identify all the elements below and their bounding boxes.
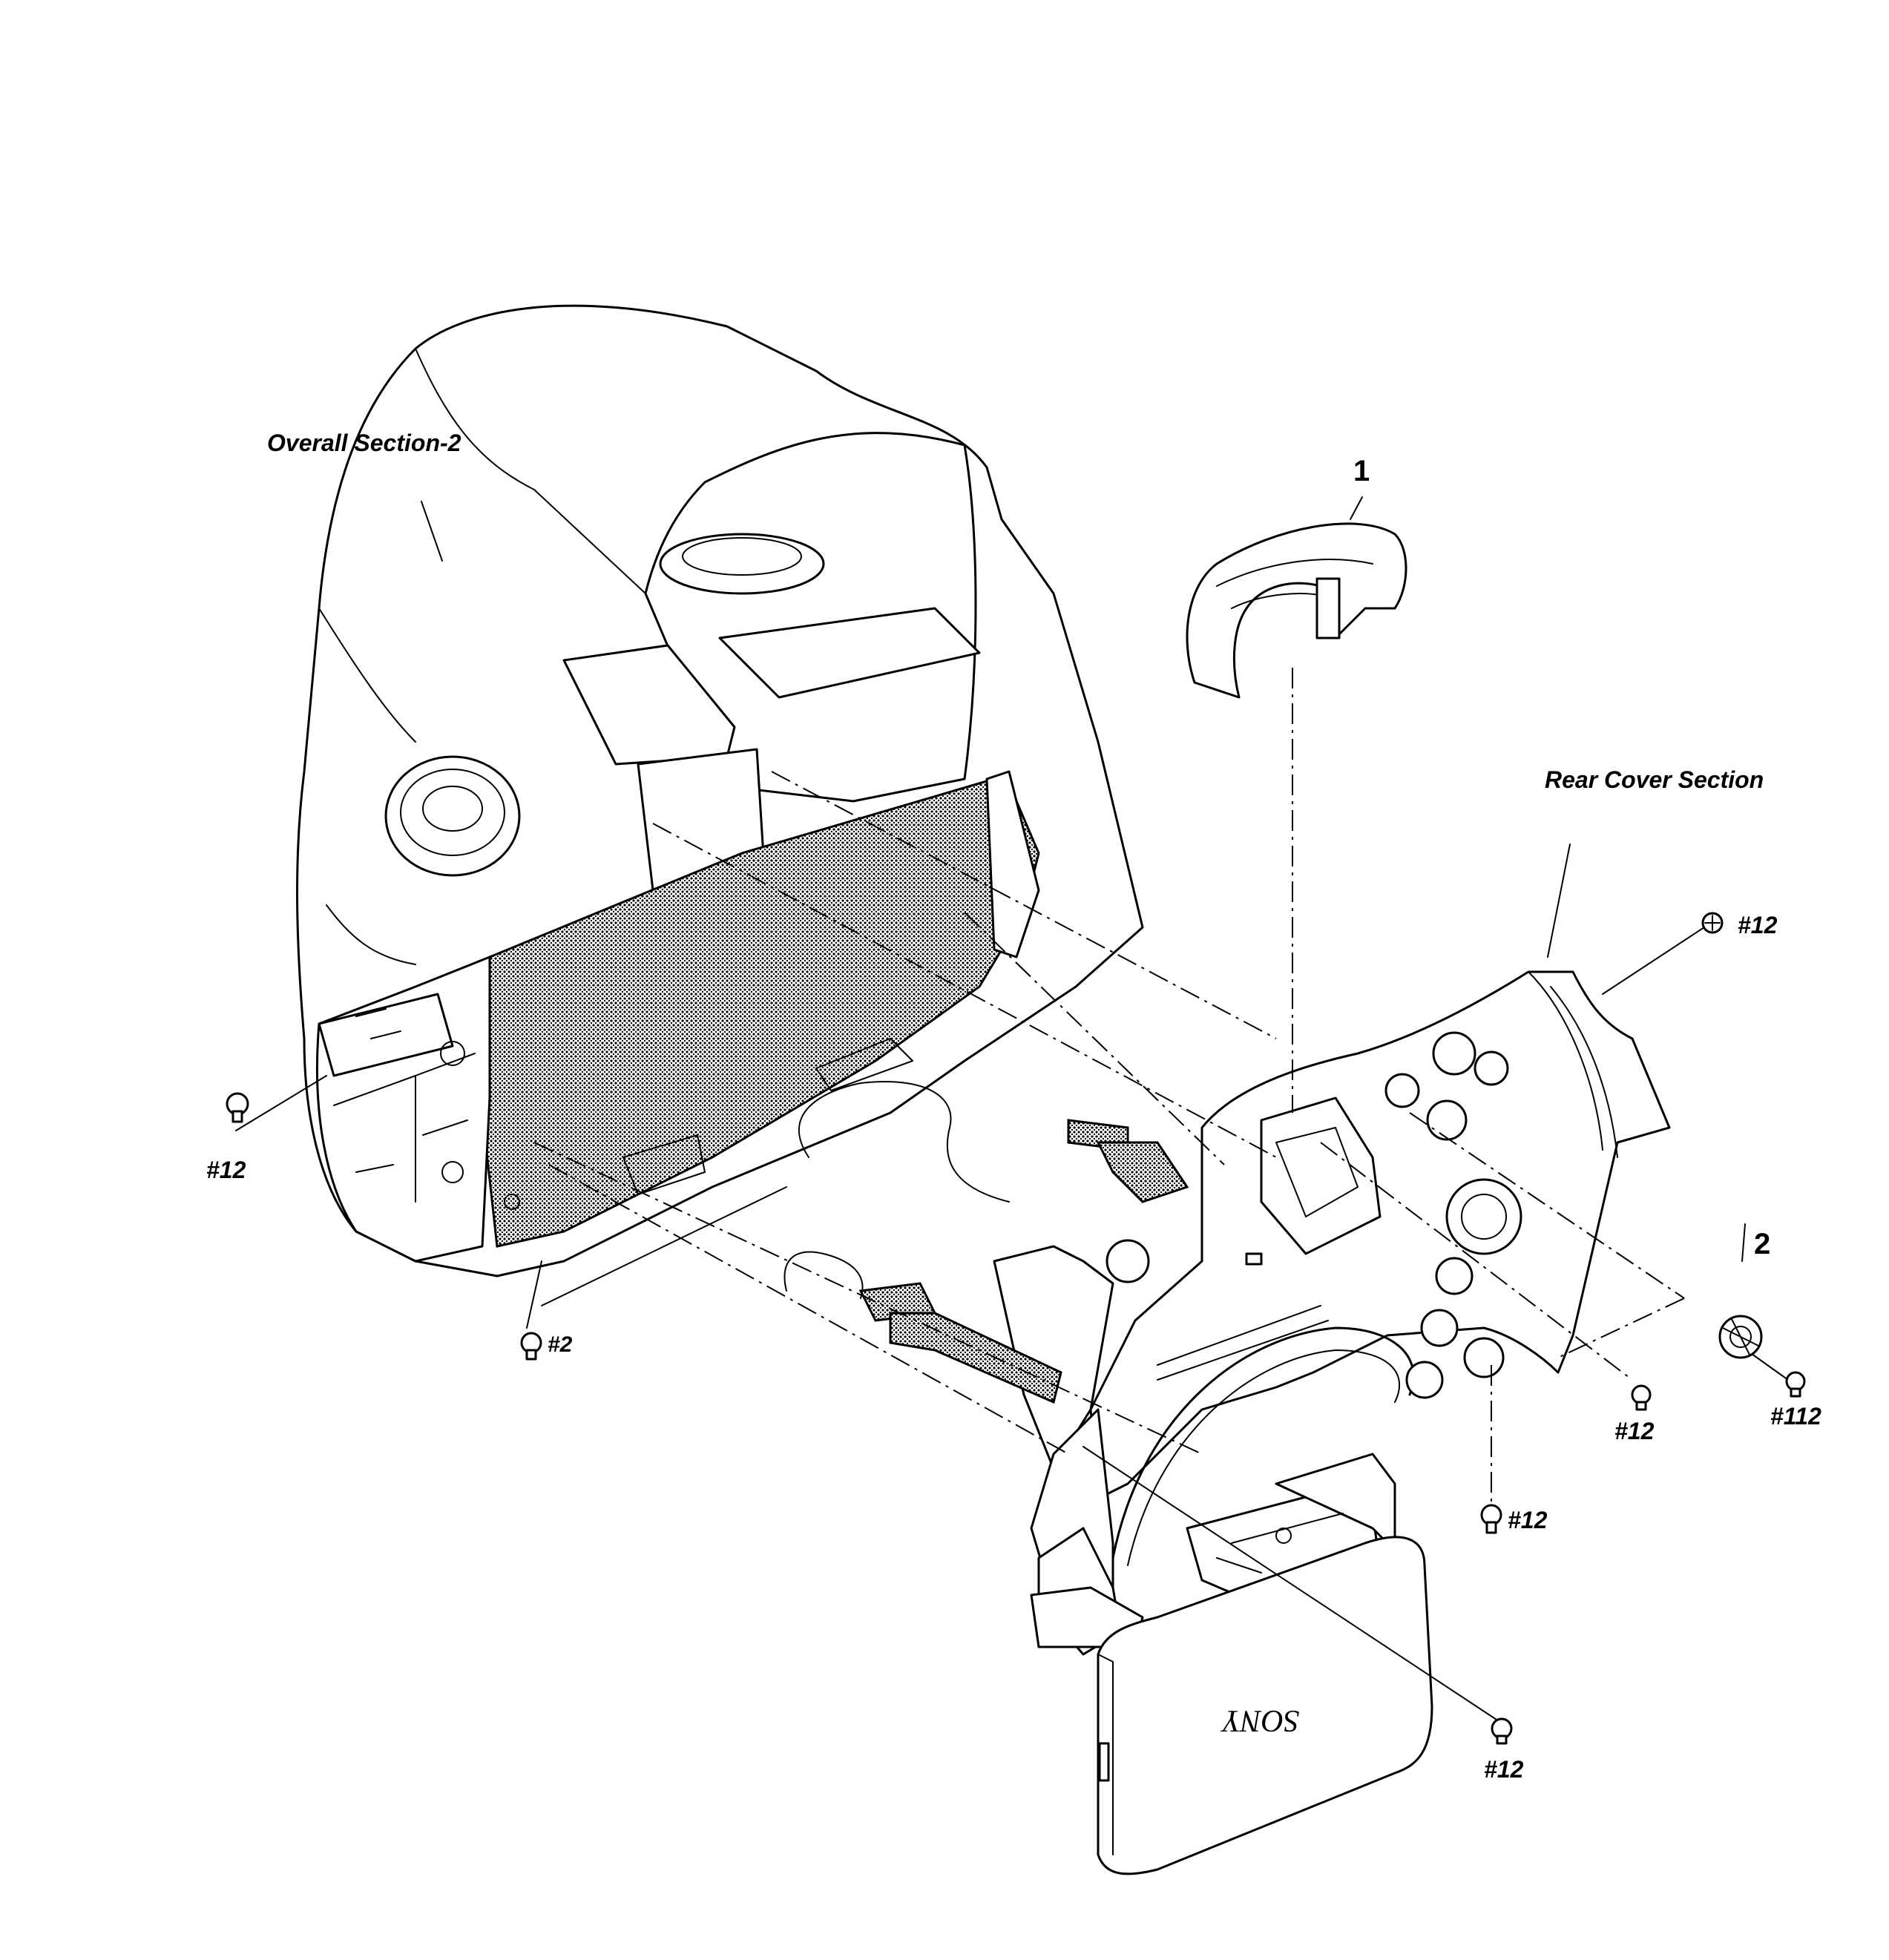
top-lcd (718, 607, 981, 699)
screw-12-label: #12 (1614, 1418, 1655, 1444)
screw-12-label: #12 (206, 1157, 246, 1183)
screw-icon (1491, 1717, 1513, 1745)
part-1-label: 1 (1353, 455, 1370, 487)
overall-section-label: Overall Section-2 (267, 430, 461, 456)
screw-icon (520, 1332, 542, 1361)
port-doors (315, 956, 491, 1263)
leader-lines (235, 496, 1789, 1722)
camera-body (296, 304, 1144, 1277)
screw-icon (1631, 1384, 1652, 1411)
lcd-brand-text: SONY (1220, 1703, 1299, 1737)
screw-12-label: #12 (1508, 1507, 1548, 1533)
viewfinder-mount (1260, 1096, 1382, 1255)
screw-112-label: #112 (1770, 1403, 1821, 1430)
lcd-monitor: SONY (1097, 1453, 1433, 1875)
top-dial (659, 533, 825, 595)
labels: Overall Section-2 Rear Cover Section 1 2… (206, 430, 1821, 1783)
eyecup-part (1186, 522, 1407, 699)
rear-buttons (1106, 1031, 1522, 1399)
gear-icon (1718, 1315, 1763, 1359)
hot-shoe (562, 644, 736, 766)
flex-cables (783, 1081, 1189, 1404)
screw-12-label: #12 (1484, 1756, 1524, 1783)
rear-cover-section-label: Rear Cover Section (1545, 766, 1764, 793)
screw-icon (1701, 912, 1724, 934)
part-2-label: 2 (1754, 1228, 1770, 1260)
screw-icon (1480, 1504, 1502, 1534)
screw-icon (1785, 1371, 1806, 1398)
rear-cover (993, 970, 1671, 1656)
screws (226, 912, 1806, 1745)
mode-dial (384, 755, 521, 877)
screw-2-label: #2 (548, 1332, 573, 1357)
screw-icon (226, 1092, 249, 1123)
screw-12-label: #12 (1738, 912, 1778, 938)
